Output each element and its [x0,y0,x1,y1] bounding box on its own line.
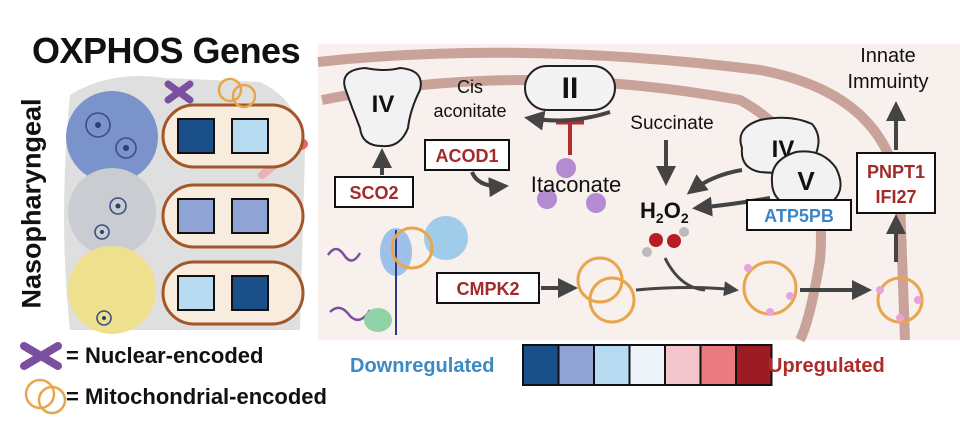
sco2-label: SCO2 [349,183,398,203]
mito-expression-square [231,118,269,154]
nuclear-legend-icon [20,342,62,370]
isg-box [856,152,936,214]
nuclear-expression-square [177,118,215,154]
inner-membrane [321,75,826,343]
succinate-to-cisaconitate-arrow [524,110,611,131]
ribosome-protein-cluster [326,216,468,335]
cis-aconitate-line1: Cis [457,77,483,97]
complex-v-label: V [797,166,815,196]
scale-up-label: Upregulated [768,355,885,377]
expression-squares [177,118,269,311]
color-scale [522,344,773,386]
nuclear-expression-square [177,198,215,234]
scale-swatch [735,344,773,386]
acod1-label: ACOD1 [435,146,498,166]
infected-cell-low [68,246,156,334]
atp5pb-label: ATP5PB [764,206,834,226]
virus-icon [109,197,127,215]
scale-down-label: Downregulated [350,355,495,377]
outer-membrane [317,47,910,341]
itaconate-molecule [537,158,606,213]
succinate-label: Succinate [630,113,713,134]
innate-immunity-line2: Immuinty [847,71,928,93]
pathway-panel: IV SCO2 II Cis aconitate Succinate ACOD1… [317,44,960,343]
acod1-to-itaconate-arrow [470,171,509,198]
acod1-box [424,139,510,171]
ifi27-label: IFI27 [875,187,916,207]
cmpk2-box [436,272,540,304]
sco2-box [334,176,414,208]
infected-cell-high [66,91,158,183]
cmpk2-label: CMPK2 [456,279,519,299]
scale-swatch [522,344,560,386]
virus-icon [85,112,111,138]
mitochondrial-legend-icon [24,378,67,415]
mtdna-icon [217,77,257,109]
h2o2-molecule [642,227,689,257]
atp5pb-box [746,199,852,231]
figure-title: OXPHOS Genes [32,30,301,71]
virus-icon [94,224,110,240]
h2o2-oxidation-arrow [663,257,706,292]
chromosome-icon [164,80,194,104]
mito-expression-square [231,275,269,311]
complex-iv-left [343,66,422,148]
virus-icon [115,137,137,159]
scale-swatch [557,344,595,386]
nuclear-legend-label: = Nuclear-encoded [66,343,264,368]
virus-icon [96,310,112,326]
mito-legend-label: = Mitochondrial-encoded [66,384,327,409]
scale-swatch [593,344,631,386]
iv-to-h2o2-arrow [686,168,743,195]
complex-ii-label: II [562,72,579,105]
scale-swatch [699,344,737,386]
nuclear-expression-square [177,275,215,311]
modified-mtdna-marks [744,264,922,322]
cis-aconitate-line2: aconitate [433,101,506,121]
itaconate-label: Itaconate [531,172,622,197]
scale-swatch [628,344,666,386]
mito-expression-square [231,198,269,234]
complex-iv-left-label: IV [372,91,395,118]
mtdna-transit-arrow [635,281,739,297]
h2o2-label: H2O2 [640,198,689,226]
scale-swatch [664,344,702,386]
pnpt1-label: PNPT1 [867,162,925,182]
innate-immunity-line1: Innate [860,45,916,67]
complex-ii [524,65,616,111]
